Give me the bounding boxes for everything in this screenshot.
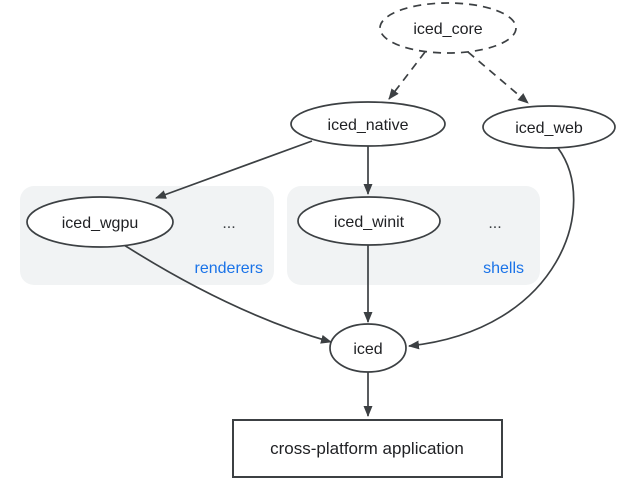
iced_native-label: iced_native (328, 117, 409, 134)
node-cross-platform-application: cross-platform application (232, 419, 503, 478)
node-iced_wgpu: iced_wgpu (26, 196, 174, 248)
app-label: cross-platform application (270, 439, 464, 458)
iced_winit-label: iced_winit (334, 214, 405, 231)
iced_web-label: iced_web (515, 120, 583, 137)
group-shells-label: shells (483, 260, 524, 277)
edge-iced_core-iced_native (388, 51, 426, 100)
group-renderers-label: renderers (195, 260, 263, 277)
node-iced_winit: iced_winit (297, 196, 441, 246)
edge-iced_web-iced (408, 147, 575, 350)
edge-iced_core-iced_web (467, 51, 529, 104)
app-rect (232, 419, 503, 478)
node-iced_web: iced_web (482, 105, 616, 149)
edge-iced_wgpu-iced (123, 244, 332, 344)
renderers-ellipsis: ... (222, 215, 235, 232)
iced_winit-ellipse (297, 196, 441, 246)
iced_wgpu-label: iced_wgpu (62, 215, 139, 232)
iced-ellipse (329, 323, 407, 373)
edge-iced_native-iced_wgpu (155, 140, 313, 199)
iced_web-ellipse (482, 105, 616, 149)
iced_core-ellipse (379, 2, 517, 54)
iced_wgpu-ellipse (26, 196, 174, 248)
iced_core-label: iced_core (413, 21, 482, 38)
iced_native-ellipse (290, 101, 446, 147)
node-iced_native: iced_native (290, 101, 446, 147)
shells-ellipsis: ... (488, 215, 501, 232)
node-iced_core: iced_core (379, 2, 517, 54)
iced-label: iced (353, 341, 382, 358)
node-iced: iced (329, 323, 407, 373)
